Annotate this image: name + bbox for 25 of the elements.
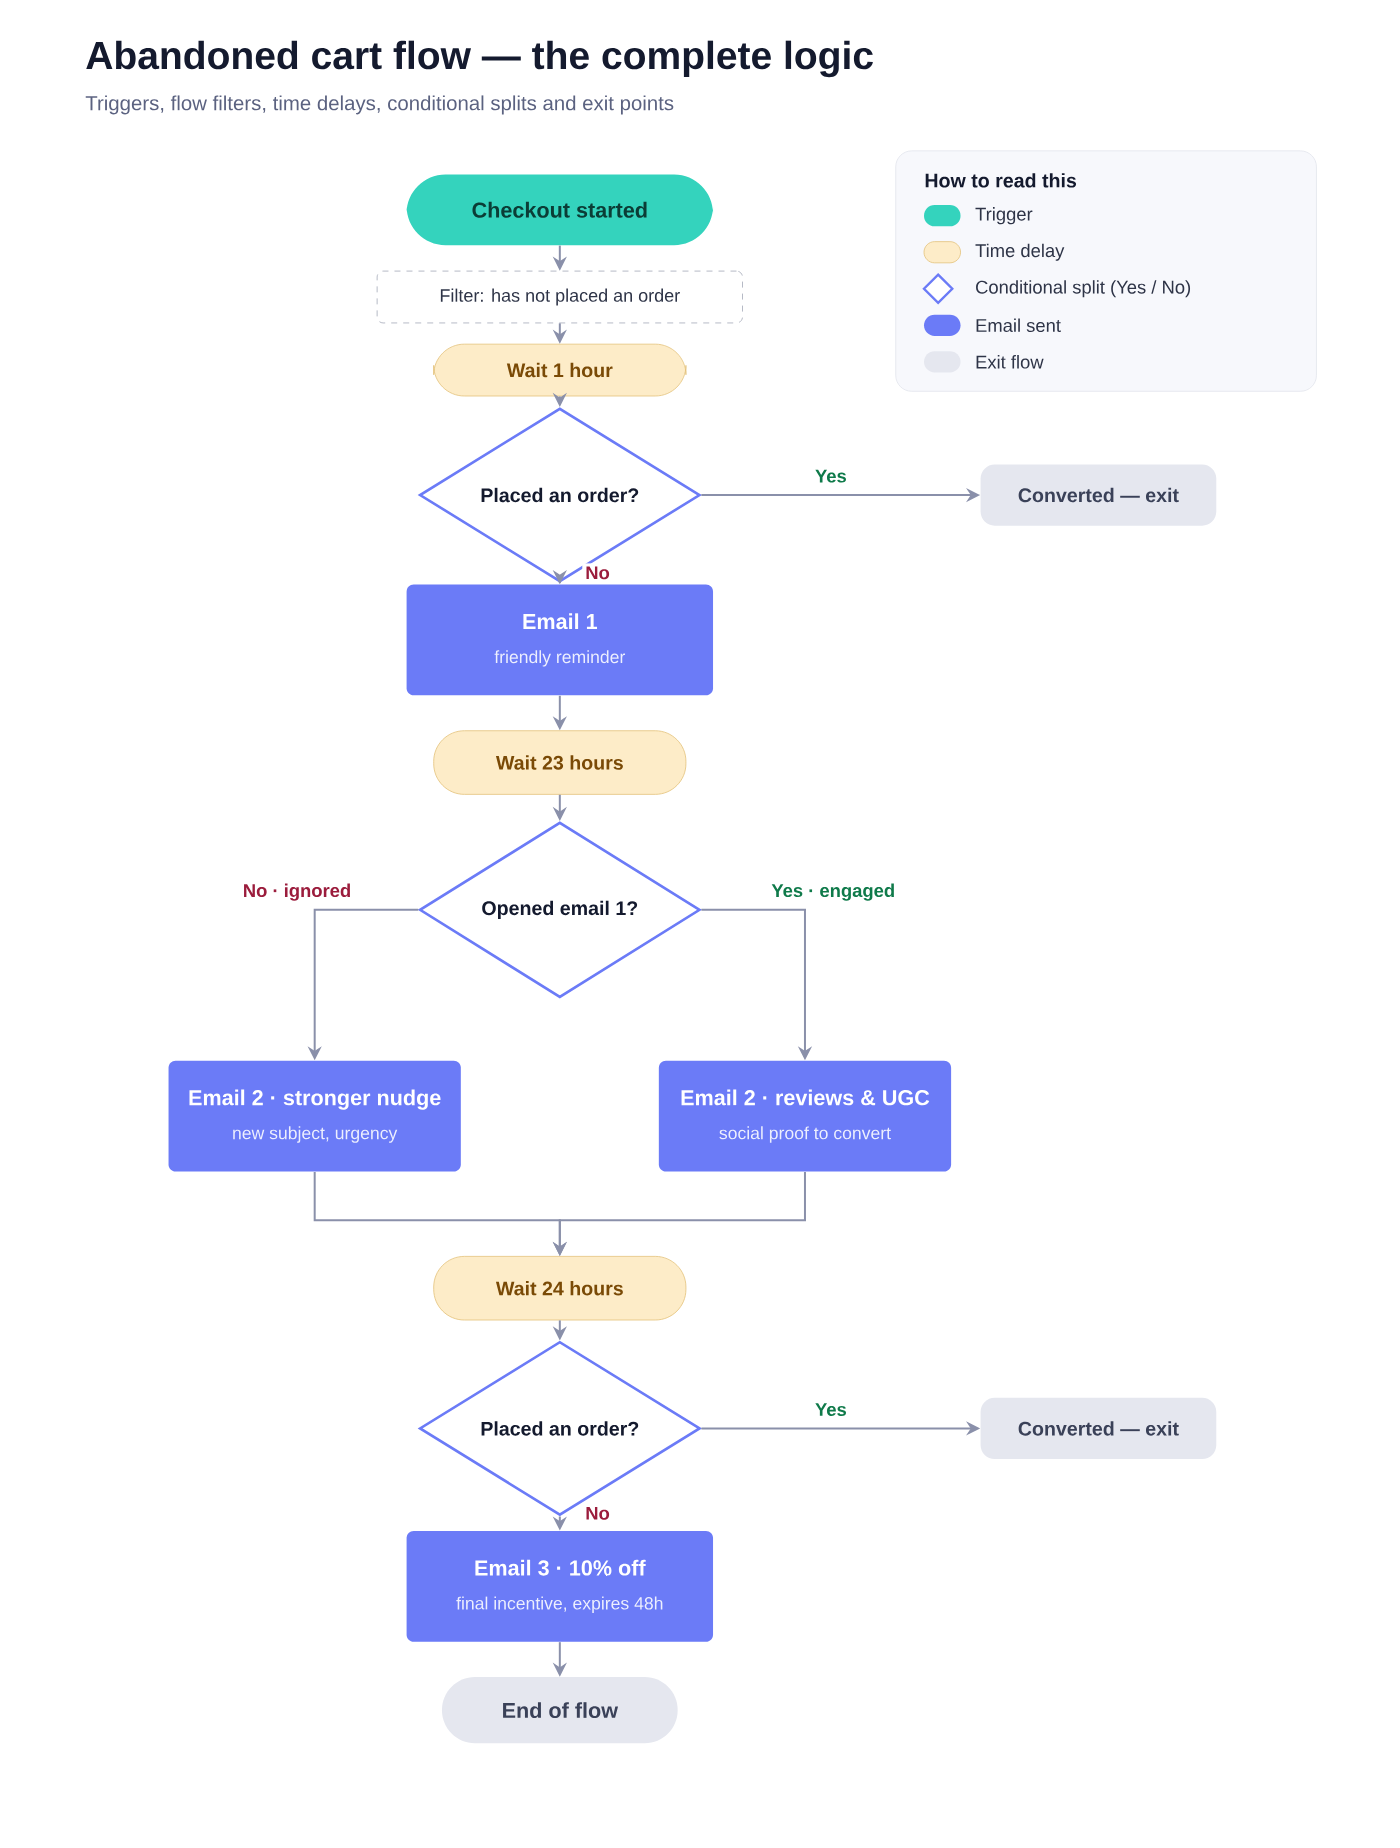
email-box: Email 2 · reviews & UGC social proof to convert bbox=[658, 1060, 952, 1172]
exit-box: Converted — exit bbox=[980, 1397, 1217, 1460]
trigger-pill: Checkout started bbox=[406, 174, 713, 246]
email-box: Email 3 · 10% off final incentive, expires 48h bbox=[406, 1531, 713, 1642]
edge-label: No · ignored bbox=[239, 880, 355, 904]
legend-label: Time delay bbox=[975, 243, 1065, 261]
legend-label: Exit flow bbox=[976, 355, 1044, 369]
edge-label: Yes bbox=[811, 466, 850, 486]
edge-label: Yes · engaged bbox=[768, 880, 899, 904]
delay-pill: Wait 24 hours bbox=[433, 1256, 687, 1321]
edge-label: No bbox=[582, 563, 613, 583]
delay-pill: Wait 1 hour bbox=[433, 343, 687, 397]
legend-label: Trigger bbox=[975, 207, 1033, 225]
title: Abandoned cart flow — the complete logic bbox=[86, 40, 873, 78]
legend-title: How to read this bbox=[925, 173, 1076, 188]
exit-box: Converted — exit bbox=[980, 464, 1217, 526]
delay-pill: Wait 23 hours bbox=[433, 730, 687, 795]
email-box: Email 1 friendly reminder bbox=[406, 584, 713, 696]
legend-label: Email sent bbox=[976, 318, 1061, 333]
legend-label: Conditional split (Yes / No) bbox=[975, 280, 1190, 298]
edge-label: Yes bbox=[811, 1400, 850, 1419]
end-pill: End of flow bbox=[441, 1677, 678, 1744]
filter-box: Filter: has not placed an order bbox=[376, 270, 743, 324]
email-box: Email 2 · stronger nudge new subject, urgency bbox=[168, 1060, 461, 1172]
subtitle: Triggers, flow filters, time delays, conditional splits and exit points bbox=[85, 95, 674, 115]
